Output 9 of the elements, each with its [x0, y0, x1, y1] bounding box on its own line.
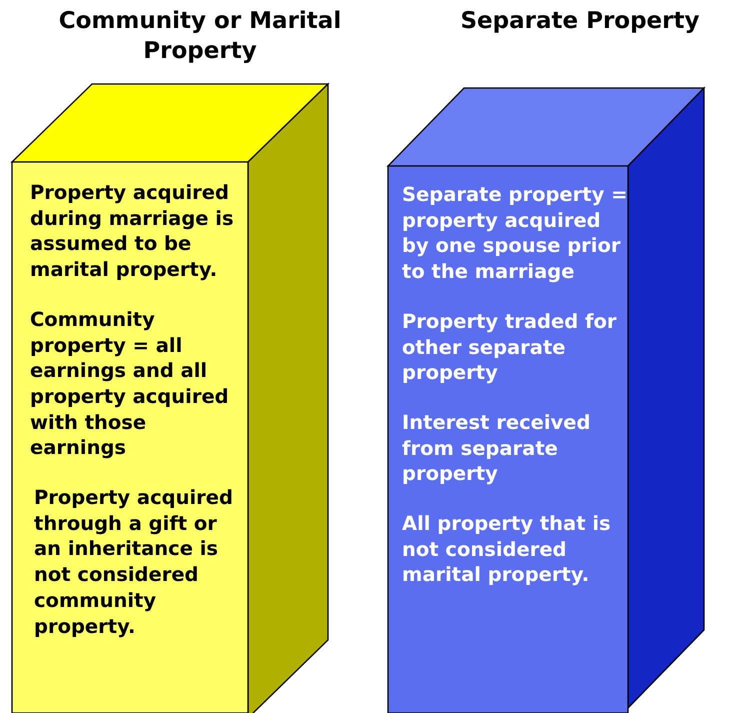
body-paragraph: Property traded for other separate property — [402, 308, 618, 386]
body-paragraph: Separate property = property acquired by one spouse prior to the marriage — [402, 182, 628, 285]
body-paragraph: Interest received from separate property — [402, 410, 592, 488]
column-heading: Separate Property — [459, 7, 700, 36]
body-paragraph: Community property = all earnings and all property acquired with those earnings — [30, 306, 230, 462]
body-paragraph: All property that is not considered marital property. — [402, 511, 612, 588]
body-paragraph: Property acquired during marriage is assumed to be marital property. — [30, 180, 235, 283]
column-heading: Community or Marital Property — [58, 7, 342, 66]
body-paragraph: Property acquired through a gift or an inheritance is not considered community property. — [34, 485, 234, 640]
